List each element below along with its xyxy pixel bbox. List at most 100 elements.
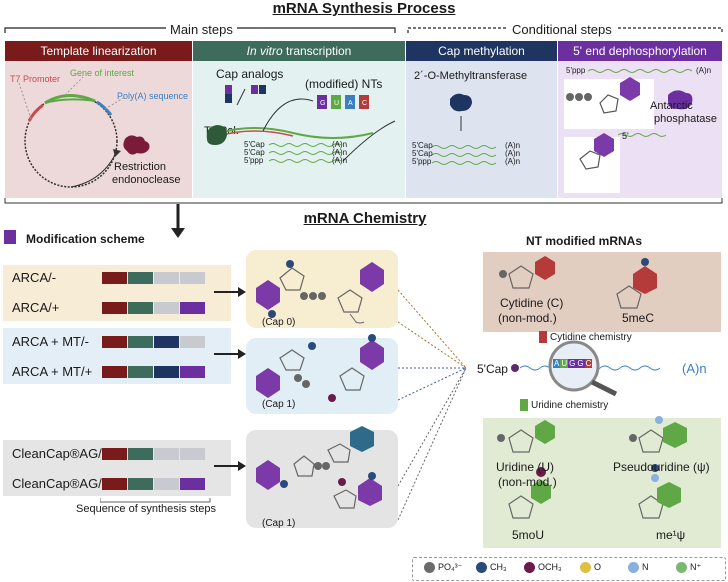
steps-brackets	[4, 27, 723, 33]
five-cap-label: 5'Cap	[477, 362, 508, 376]
sequence-segment-4-3	[180, 448, 205, 460]
cytidine-chem-icon	[539, 331, 547, 343]
cytidine-nonmod-label: (non-mod.)	[498, 311, 557, 325]
methylation-tail-2: (A)n	[505, 149, 521, 158]
sequence-segment-4-0	[102, 448, 127, 460]
main-steps-label: Main steps	[166, 22, 237, 37]
synthesis-bottom-bracket	[4, 198, 723, 204]
sequence-segment-1-3	[180, 302, 205, 314]
methyl-dot-icon	[476, 562, 487, 574]
cap-analogs-label: Cap analogs	[216, 67, 284, 81]
cap-0-label: (Cap 0)	[262, 317, 296, 328]
nt-u: U	[334, 100, 340, 107]
methylation-diagram	[431, 93, 497, 165]
modification-scheme-icon	[4, 230, 16, 244]
sequence-segment-4-1	[128, 448, 153, 460]
connector-lines	[398, 289, 467, 521]
sequence-segment-5-1	[128, 478, 153, 490]
legend-phosphate-label: PO₄³⁻	[438, 562, 463, 572]
sequence-caption: Sequence of synthesis steps	[76, 503, 217, 515]
step-dephosphorylation: 5' end dephosphorylation	[558, 41, 722, 61]
sequence-segment-5-2	[154, 478, 179, 490]
legend-oxygen-label: O	[594, 562, 602, 572]
modified-nts-label: (modified) NTs	[305, 77, 383, 91]
mag-a: A	[553, 359, 561, 368]
sequence-segment-2-2	[154, 336, 179, 348]
ppp-tail: (A)n	[696, 66, 712, 75]
sequence-segment-5-3	[180, 478, 205, 490]
nt-structures	[497, 256, 687, 519]
legend-methoxy-label: OCH₃	[538, 562, 562, 572]
nt-a: A	[348, 100, 353, 107]
legend	[412, 557, 726, 581]
ppp-label: 5'ppp	[566, 66, 586, 75]
nt-g: G	[320, 100, 326, 107]
transcription-label: transcription	[282, 44, 352, 58]
methylation-line-3-ppp: 5'ppp	[412, 157, 432, 166]
mag-g1: G	[568, 359, 577, 368]
five-mec-label: 5meC	[622, 311, 655, 325]
synthesis-title: mRNA Synthesis Process	[272, 0, 456, 17]
row-arrows	[214, 287, 246, 471]
sequence-segment-5-0	[102, 478, 127, 490]
an-label: (A)n	[682, 361, 707, 376]
sequence-segment-2-0	[102, 336, 127, 348]
mag-c: C	[584, 359, 593, 368]
legend-phosphate: PO₄³⁻	[424, 562, 463, 574]
cytidine-label: Cytidine (C)	[500, 296, 564, 310]
transcript-line-2-cap: 5'Cap	[244, 148, 265, 157]
legend-nitrogen: N	[628, 562, 649, 574]
transcript-line-1-cap: 5'Cap	[244, 140, 265, 149]
down-arrow	[171, 204, 185, 238]
methyltransferase-label: 2´-O-Methyltransferase	[414, 70, 528, 82]
nt-c: C	[362, 100, 368, 107]
dephosphorylation-diagram	[564, 69, 693, 193]
nitrogen-plus-dot-icon	[676, 562, 687, 574]
in-vitro-emphasis: In vitro	[246, 44, 283, 58]
row-label-3: ARCA + MT/+	[12, 364, 93, 379]
cap-1-label: (Cap 1)	[262, 399, 296, 410]
conditional-steps-label: Conditional steps	[508, 22, 616, 37]
cap-1b-label: (Cap 1)	[262, 518, 296, 529]
modification-scheme-title: Modification scheme	[26, 232, 145, 246]
transcript-line-3-ppp: 5'ppp	[244, 156, 264, 165]
scheme-bracket	[100, 498, 211, 503]
uridine-label: Uridine (U)	[496, 460, 555, 474]
transcript-tail-1: (A)n	[332, 140, 348, 149]
five-mou-label: 5moU	[512, 528, 545, 542]
legend-methyl-label: CH₃	[490, 562, 507, 572]
row-label-5: CleanCap®AG/+	[12, 476, 110, 491]
sequence-segment-0-2	[154, 272, 179, 284]
sequence-segment-1-2	[154, 302, 179, 314]
magnifier-mrna	[511, 340, 661, 396]
sequence-segment-2-1	[128, 336, 153, 348]
legend-methoxy: OCH₃	[524, 562, 562, 574]
five-prime-label: 5'	[622, 131, 629, 141]
cytidine-chemistry-label: Cytidine chemistry	[550, 332, 632, 343]
cap-structures	[256, 260, 384, 509]
antarctic-label: Antarctic	[650, 100, 693, 112]
row-label-4: CleanCap®AG/-	[12, 446, 107, 461]
row-label-0: ARCA/-	[12, 270, 57, 285]
legend-nitrogen-label: N	[642, 562, 649, 572]
legend-nitrogen-plus-label: N⁺	[690, 562, 702, 572]
sequence-segment-3-2	[154, 366, 179, 378]
uridine-nonmod-label: (non-mod.)	[498, 475, 557, 489]
sequence-segment-1-1	[128, 302, 153, 314]
chemistry-title: mRNA Chemistry	[303, 210, 427, 227]
nt-modified-title: NT modified mRNAs	[526, 234, 643, 248]
polya-sequence-label: Poly(A) sequence	[117, 91, 189, 101]
nitrogen-dot-icon	[628, 562, 639, 574]
sequence-segment-2-3	[180, 336, 205, 348]
oxygen-dot-icon	[580, 562, 591, 574]
sequence-segment-0-3	[180, 272, 205, 284]
sequence-segment-0-1	[128, 272, 153, 284]
phosphate-dot-icon	[424, 562, 435, 574]
transcript-tail-3: (A)n	[332, 156, 348, 165]
gene-of-interest-label: Gene of interest	[70, 68, 135, 78]
legend-methyl: CH₃	[476, 562, 507, 574]
sequence-segment-0-0	[102, 272, 127, 284]
mag-g2: G	[576, 359, 585, 368]
plasmid-diagram	[18, 76, 150, 188]
